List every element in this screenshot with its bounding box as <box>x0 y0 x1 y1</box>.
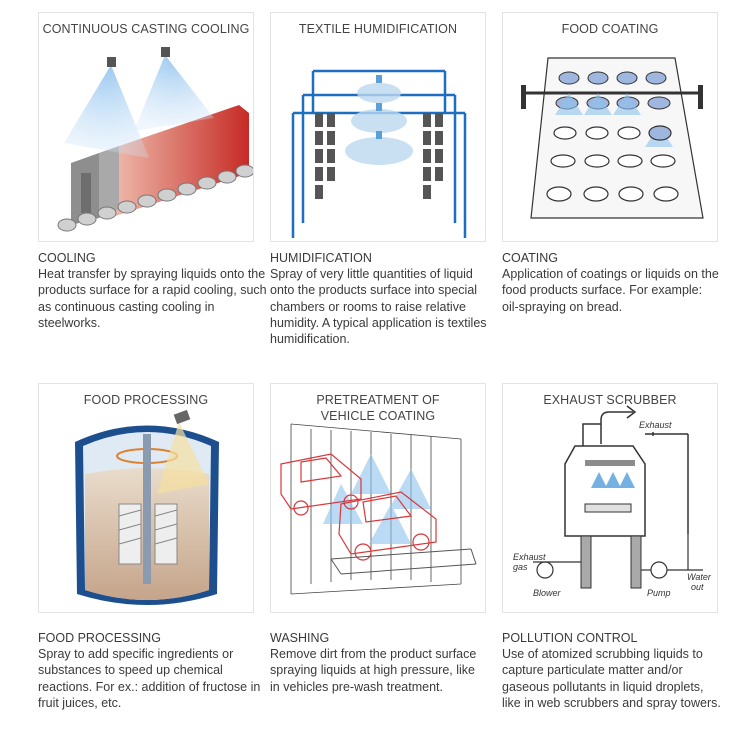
panel-title: FOOD COATING <box>561 22 659 36</box>
panel-title: FOOD PROCESSING <box>83 393 209 407</box>
food-coating-illustration <box>521 57 704 219</box>
label-exhaust-gas-1: Exhaust <box>513 552 546 562</box>
card-heading: HUMIDIFICATION <box>270 251 372 265</box>
card-heading: FOOD PROCESSING <box>38 631 161 645</box>
panel-exhaust-scrubber: EXHAUST SCRUBBER Exhaust gas <box>502 383 718 613</box>
card-text: Use of atomized scrubbing liquids to cap… <box>502 647 721 710</box>
card-description-pollution-control: POLLUTION CONTROL Use of atomized scrubb… <box>502 630 724 711</box>
card-text: Spray of very little quantities of liqui… <box>270 267 487 347</box>
panel-vehicle-pretreatment: PRETREATMENT OF VEHICLE COATING <box>270 383 486 613</box>
card-text: Heat transfer by spraying liquids onto t… <box>38 267 267 330</box>
panel-title: CONTINUOUS CASTING COOLING <box>42 22 250 36</box>
card-text: Application of coatings or liquids on th… <box>502 267 719 314</box>
label-blower: Blower <box>533 588 562 598</box>
card-heading: WASHING <box>270 631 330 645</box>
label-pump: Pump <box>647 588 671 598</box>
label-water-out-1: Water <box>687 572 712 582</box>
exhaust-scrubber-illustration: Exhaust gas Blower Pump Exhaust Water ou… <box>513 405 712 598</box>
label-water-out-2: out <box>691 582 704 592</box>
panel-food-coating: FOOD COATING <box>502 12 718 242</box>
label-exhaust: Exhaust <box>639 420 672 430</box>
card-heading: POLLUTION CONTROL <box>502 631 638 645</box>
panel-title: PRETREATMENT OF VEHICLE COATING <box>316 393 440 423</box>
card-heading: COATING <box>502 251 559 265</box>
card-description-food-processing: FOOD PROCESSING Spray to add specific in… <box>38 630 263 711</box>
panel-title: TEXTILE HUMIDIFICATION <box>298 22 458 36</box>
card-text: Spray to add specific ingredients or sub… <box>38 647 261 710</box>
card-description-cooling: COOLING Heat transfer by spraying liquid… <box>38 250 268 331</box>
food-processing-illustration <box>75 409 219 605</box>
card-description-humidification: HUMIDIFICATION Spray of very little quan… <box>270 250 492 347</box>
panel-textile-humidification: TEXTILE HUMIDIFICATION <box>270 12 486 242</box>
vehicle-pretreatment-illustration <box>280 423 477 595</box>
panel-continuous-casting: CONTINUOUS CASTING COOLING <box>38 12 254 242</box>
panel-title: EXHAUST SCRUBBER <box>543 393 677 407</box>
card-text: Remove dirt from the product surface spr… <box>270 647 477 694</box>
card-description-washing: WASHING Remove dirt from the product sur… <box>270 630 482 695</box>
label-exhaust-gas-2: gas <box>513 562 528 572</box>
continuous-casting-illustration <box>57 47 253 232</box>
panel-food-processing: FOOD PROCESSING <box>38 383 254 613</box>
card-heading: COOLING <box>38 251 96 265</box>
card-description-coating: COATING Application of coatings or liqui… <box>502 250 722 315</box>
textile-humidification-illustration <box>291 69 467 238</box>
